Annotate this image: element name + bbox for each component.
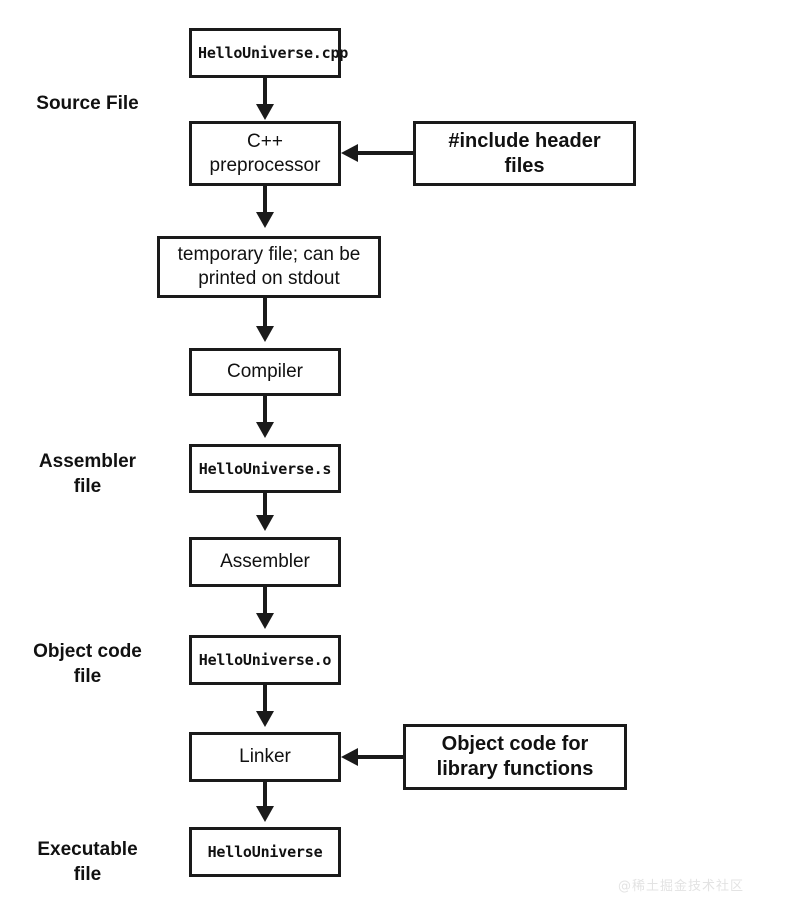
node-linker-label: Linker [239,746,291,768]
node-compiler[interactable]: Compiler [189,348,341,396]
edge-preprocessor-to-tempfile-line [263,186,267,218]
node-temporary-file[interactable]: temporary file; can be printed on stdout [157,236,381,298]
edge-asmfile-to-assembler-arrowhead [256,515,274,531]
node-compiler-label: Compiler [226,361,304,383]
node-hellouniverse-o[interactable]: HelloUniverse.o [189,635,341,685]
stage-label-assembler-file: Assembler file [38,451,137,497]
edge-preprocessor-to-tempfile-arrowhead [256,212,274,228]
node-object-code-for-library-functions-label: Object code for library functions [436,733,594,780]
edge-cpp-to-preprocessor-line [263,78,267,110]
node-hellouniverse-s[interactable]: HelloUniverse.s [189,444,341,493]
edge-objfile-to-linker-arrowhead [256,711,274,727]
node-cpp-preprocessor-label: C++ preprocessor [209,130,321,176]
stage-label-source-file: Source File [36,93,139,114]
stage-label-object-code-file: Object code file [33,641,142,687]
edge-assembler-to-objfile-line [263,587,267,619]
edge-cpp-to-preprocessor-arrowhead [256,104,274,120]
edge-compiler-to-asmfile-arrowhead [256,422,274,438]
node-assembler-label: Assembler [220,551,310,573]
stage-label-executable-file: Executable file [37,839,138,885]
watermark: @稀土掘金技术社区 [618,879,745,894]
node-hellouniverse-cpp[interactable]: HelloUniverse.cpp [189,28,349,78]
edge-libobj-to-linker-line [358,755,403,759]
edge-linker-to-executable-arrowhead [256,806,274,822]
node-hellouniverse-s-label: HelloUniverse.s [198,459,332,478]
edge-include-to-preprocessor-line [358,151,413,155]
edge-libobj-to-linker-arrowhead [341,748,358,766]
edge-objfile-to-linker-line [263,685,267,717]
edge-include-to-preprocessor-arrowhead [341,144,358,162]
node-hellouniverse[interactable]: HelloUniverse [189,827,341,877]
edge-compiler-to-asmfile-line [263,396,267,428]
edge-linker-to-executable-line [263,782,267,810]
node-include-header-files-label: #include header files [448,129,601,177]
edge-asmfile-to-assembler-line [263,493,267,521]
node-cpp-preprocessor[interactable]: C++ preprocessor [189,121,341,186]
edge-assembler-to-objfile-arrowhead [256,613,274,629]
node-hellouniverse-cpp-label: HelloUniverse.cpp [198,44,349,62]
edge-tempfile-to-compiler-arrowhead [256,326,274,342]
node-hellouniverse-o-label: HelloUniverse.o [198,651,332,669]
node-linker[interactable]: Linker [189,732,341,782]
node-object-code-for-library-functions[interactable]: Object code for library functions [403,724,627,790]
node-include-header-files[interactable]: #include header files [413,121,636,186]
node-hellouniverse-label: HelloUniverse [207,843,323,861]
edge-tempfile-to-compiler-line [263,298,267,332]
node-temporary-file-label: temporary file; can be printed on stdout [177,244,361,289]
node-assembler[interactable]: Assembler [189,537,341,587]
